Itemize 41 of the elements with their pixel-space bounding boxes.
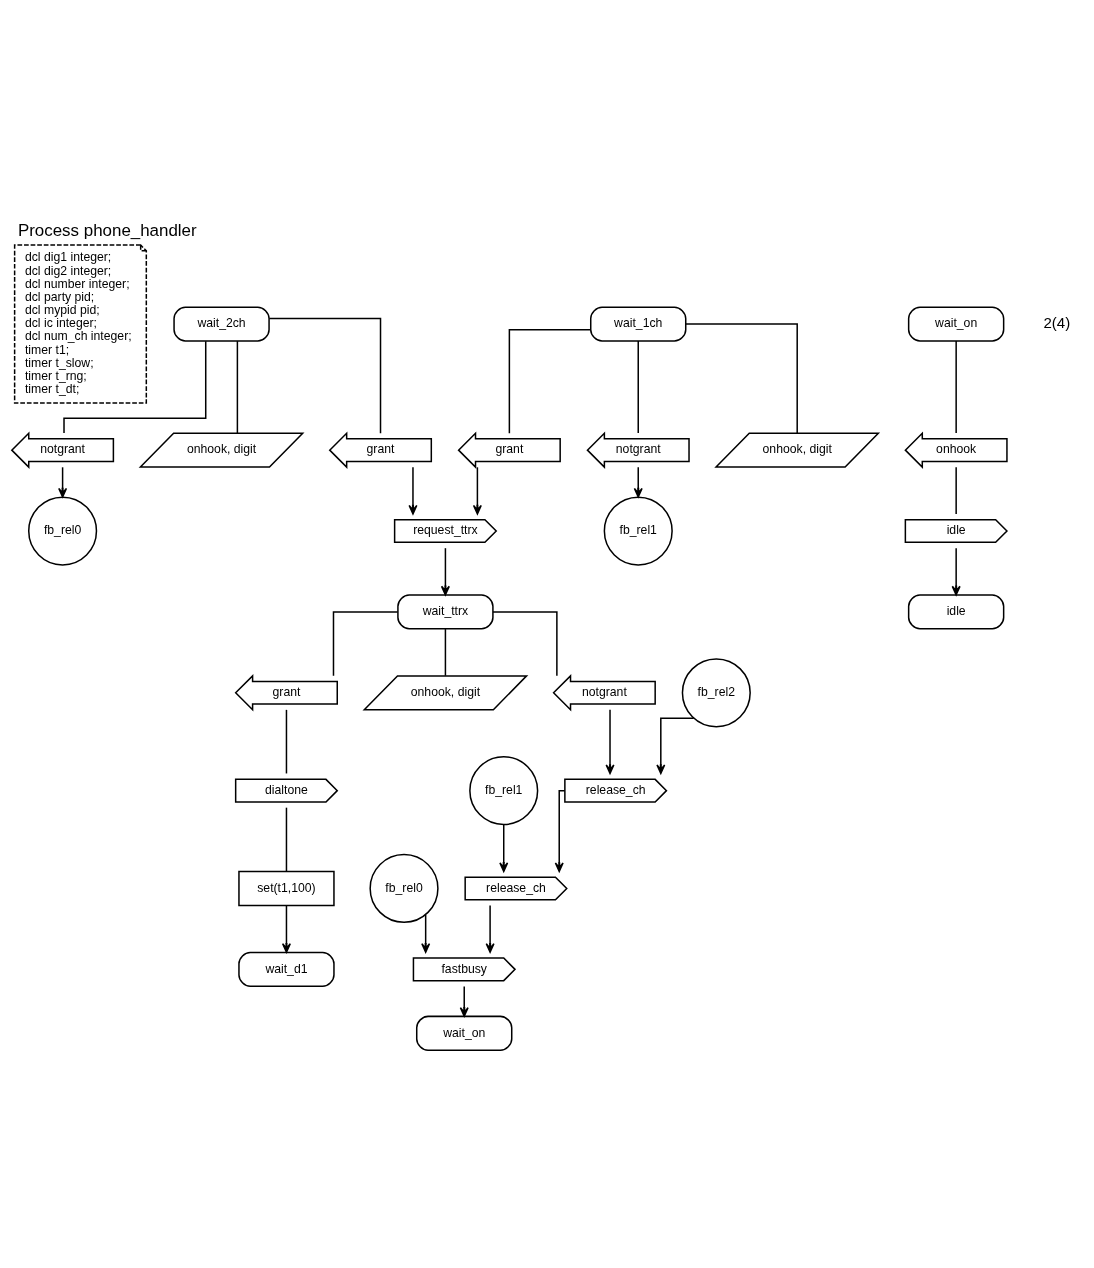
node-box: wait_d1 [238,951,335,987]
node-circle: fb_rel0 [28,495,98,566]
diagram-title: Process phone_handler [17,220,197,240]
arrow [633,466,643,498]
arrow [656,716,695,774]
node-box: idle [907,593,1005,630]
node-box: wait_1ch [590,305,687,342]
connector [685,322,798,434]
node-circle: fb_rel2 [681,657,751,727]
arrow [440,546,450,596]
arrow [58,466,68,498]
connector [236,339,239,434]
connector [444,627,447,676]
node-circle: fb_rel1 [603,495,673,566]
connector [955,339,957,434]
label: 2(4) [1043,313,1071,331]
arrow [499,823,509,872]
connector [285,708,288,774]
arrow [485,904,495,953]
node-box: set(t1,100) [238,870,335,906]
arrow [605,708,615,774]
node-box: wait_ttrx [397,593,494,630]
connector [492,610,558,676]
arrow [421,913,431,953]
arrow [951,546,961,596]
node-circle: fb_rel1 [469,755,539,825]
connector [268,317,382,434]
node-box: wait_2ch [173,305,270,342]
node-box: wait_on [907,305,1005,342]
connector [637,339,639,434]
connector [332,610,399,676]
connector [955,466,957,515]
node-circle: fb_rel0 [369,853,439,923]
arrow [281,904,291,953]
arrow [408,466,418,515]
connector [508,328,592,434]
arrow [472,466,482,515]
arrow [554,789,566,872]
connector [285,806,288,872]
node-box: wait_on [416,1015,513,1051]
arrow [459,985,469,1017]
